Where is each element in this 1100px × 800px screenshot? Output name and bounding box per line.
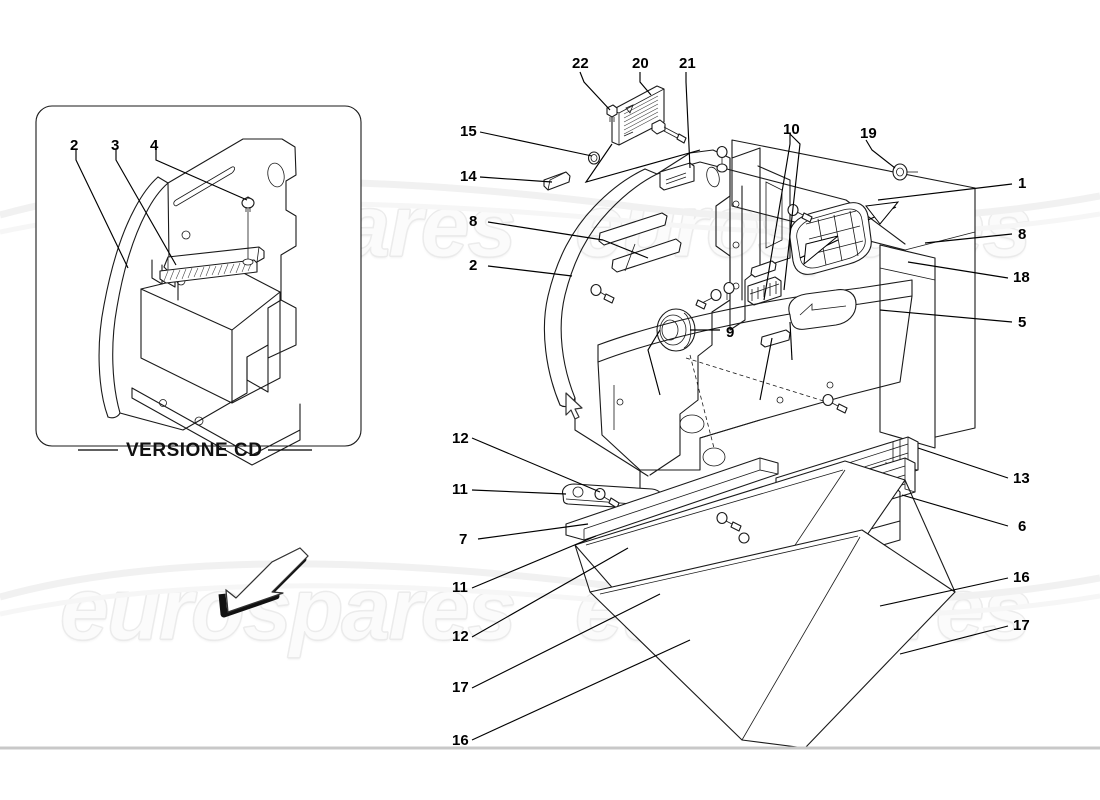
callout-22[interactable]: 22 (572, 55, 589, 72)
part-15-grommet (587, 151, 601, 165)
callout-8-right[interactable]: 8 (1018, 226, 1027, 243)
callout-4-inset[interactable]: 4 (150, 137, 159, 154)
inset-leader-lines (75, 150, 248, 269)
callout-11-upper[interactable]: 11 (452, 481, 468, 498)
glovebox-lid (788, 289, 857, 330)
part-16-panel (589, 529, 956, 749)
callout-21[interactable]: 21 (679, 55, 696, 72)
part-19-nut (892, 163, 918, 181)
part-21-screw (651, 119, 687, 144)
part-22-clip (606, 104, 618, 122)
upper-slots (598, 212, 682, 273)
callout-11-lower[interactable]: 11 (452, 579, 468, 596)
callout-17-left[interactable]: 17 (452, 679, 469, 696)
inset-versione-cd-panel (35, 105, 362, 466)
callout-13[interactable]: 13 (1013, 470, 1030, 487)
callout-3-inset[interactable]: 3 (111, 137, 120, 154)
callout-6[interactable]: 6 (1018, 518, 1027, 535)
fastener-cluster (590, 145, 918, 414)
callout-12-upper[interactable]: 12 (452, 430, 469, 447)
callout-16-right[interactable]: 16 (1013, 569, 1030, 586)
part-20-plate (611, 85, 665, 146)
part-10-switch-block (747, 276, 782, 306)
inset-caption: VERSIONE CD (126, 440, 263, 461)
hinge-assembly (562, 457, 779, 541)
callout-8-left[interactable]: 8 (469, 213, 478, 230)
callout-5[interactable]: 5 (1018, 314, 1027, 331)
callout-12-lower[interactable]: 12 (452, 628, 469, 645)
callout-2-main[interactable]: 2 (469, 257, 478, 274)
callout-9[interactable]: 9 (726, 324, 735, 341)
callout-14[interactable]: 14 (460, 168, 477, 185)
callout-1[interactable]: 1 (1018, 175, 1027, 192)
leader-arrowheads (803, 201, 900, 266)
callout-18[interactable]: 18 (1013, 269, 1030, 286)
callout-16-left[interactable]: 16 (452, 732, 469, 749)
callout-10[interactable]: 10 (783, 121, 800, 138)
callout-2-inset[interactable]: 2 (70, 137, 79, 154)
callout-20[interactable]: 20 (632, 55, 649, 72)
lid-small-slot (760, 329, 791, 348)
callout-17-right[interactable]: 17 (1013, 617, 1030, 634)
callout-7[interactable]: 7 (459, 531, 468, 548)
callout-19[interactable]: 19 (860, 125, 877, 142)
callout-15[interactable]: 15 (460, 123, 477, 140)
